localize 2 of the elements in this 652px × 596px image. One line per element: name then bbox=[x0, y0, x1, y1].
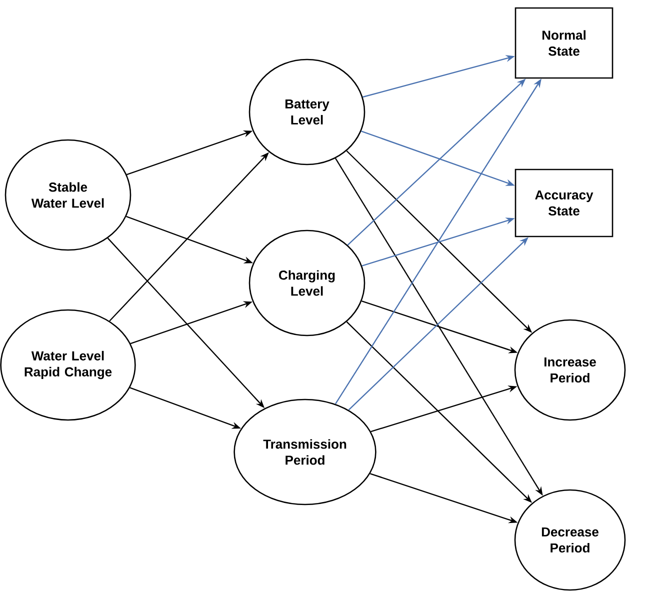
state-box: Normal State bbox=[514, 7, 614, 79]
state-box: Accuracy State bbox=[514, 168, 614, 238]
